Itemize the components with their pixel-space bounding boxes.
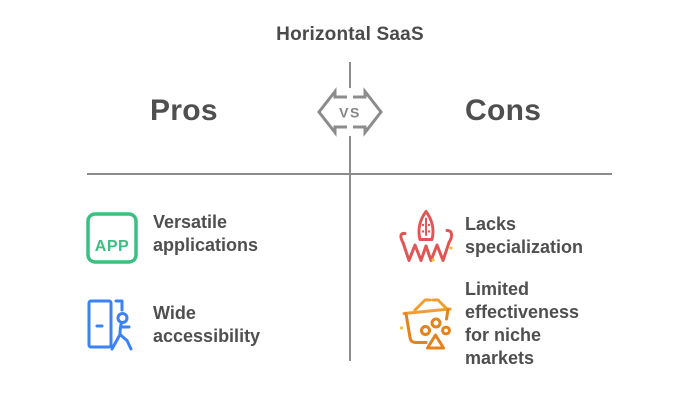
octopus-icon [399, 210, 454, 262]
vs-label: VS [339, 105, 361, 121]
pros-heading: Pros [150, 94, 218, 127]
vs-badge: VS [317, 87, 383, 137]
cons-item-label: Lacks specialization [465, 214, 584, 257]
pros-item-label: Wide accessibility [153, 303, 261, 346]
connector-line-top [349, 62, 351, 88]
app-icon-label: APP [95, 238, 129, 255]
app-window-icon: APP [86, 212, 138, 264]
door-entry-icon [87, 299, 133, 351]
left-arrow-icon [317, 87, 347, 137]
cons-heading: Cons [465, 94, 542, 127]
accent-dot [399, 326, 404, 330]
vertical-divider [349, 136, 351, 361]
horizontal-divider [87, 173, 612, 175]
accent-dot [449, 246, 453, 250]
cons-item-label: Limited effectiveness for niche markets [465, 279, 580, 368]
niche-market-basket-icon [399, 298, 452, 350]
pros-item-label: Versatile applications [153, 212, 259, 255]
page-title: Horizontal SaaS [276, 24, 424, 45]
right-arrow-icon [353, 87, 383, 137]
accent-dot [431, 258, 435, 262]
